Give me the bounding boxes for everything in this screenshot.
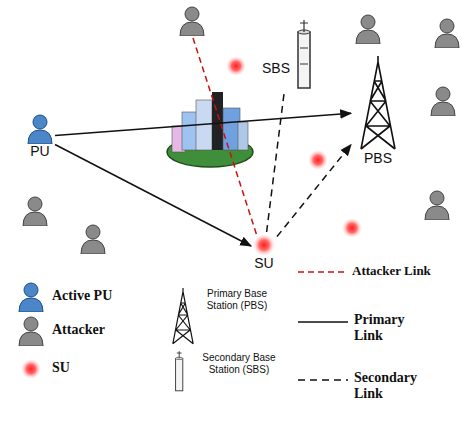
city-buildings	[167, 92, 253, 167]
su-dots	[342, 218, 362, 238]
person-icon	[27, 114, 53, 144]
legend-samples	[177, 351, 182, 358]
legend-label: Attacker	[52, 322, 162, 338]
legend-samples	[21, 359, 41, 379]
legend-label: Primary Base Station (PBS)	[200, 288, 274, 311]
legend-samples	[173, 288, 193, 344]
attacker-icons	[425, 191, 449, 220]
node-label: SBS	[262, 61, 292, 90]
antenna-icon	[292, 18, 316, 90]
legend-samples	[176, 358, 183, 390]
legend-samples	[173, 288, 193, 344]
network-node: SU	[253, 234, 275, 271]
legend-samples	[19, 317, 43, 346]
person-icon	[28, 130, 52, 144]
legend-samples	[298, 271, 346, 273]
primary-link	[55, 144, 251, 246]
secondary-link	[267, 92, 285, 232]
attacker-icons	[431, 87, 455, 116]
su-icon	[253, 234, 275, 256]
attacker-icons	[81, 225, 105, 254]
attacker-icons	[356, 15, 380, 44]
su-dots	[226, 56, 362, 238]
legend-samples	[176, 351, 183, 391]
legend-label: SU	[52, 360, 162, 376]
city-buildings	[223, 108, 240, 150]
legend-label: Secondary Link	[354, 370, 434, 402]
city-buildings	[238, 122, 248, 150]
antenna-icon	[300, 20, 308, 64]
attacker-link	[193, 38, 257, 236]
secondary-link	[277, 145, 351, 237]
network-node: SBS	[262, 18, 316, 90]
primary-link	[55, 113, 351, 135]
attacker-icons	[435, 19, 459, 48]
legend-samples	[19, 272, 348, 391]
network-node: PBS	[353, 56, 403, 166]
tower-icon	[353, 56, 403, 151]
node-label: PBS	[364, 151, 392, 166]
legend-label: Attacker Link	[352, 264, 464, 279]
attacker-icons	[180, 7, 204, 36]
su-icon	[253, 234, 275, 256]
node-label: SU	[254, 256, 273, 271]
city-buildings	[182, 112, 198, 150]
legend-label: Primary Link	[354, 312, 416, 344]
legend-samples	[19, 283, 43, 312]
person-icon	[33, 115, 47, 129]
network-node: PU	[27, 114, 53, 159]
legend-samples	[298, 321, 348, 323]
node-label: PU	[30, 144, 49, 159]
attacker-icons	[23, 7, 459, 254]
legend-label: Secondary Base Station (SBS)	[200, 352, 278, 375]
legend-label: Active PU	[52, 288, 162, 304]
legend-samples	[298, 379, 348, 381]
su-dots	[308, 150, 328, 170]
antenna-icon	[298, 32, 310, 88]
tower-icon	[361, 56, 395, 149]
attacker-icons	[23, 197, 47, 226]
city-buildings	[212, 92, 223, 150]
su-dots	[226, 56, 246, 76]
